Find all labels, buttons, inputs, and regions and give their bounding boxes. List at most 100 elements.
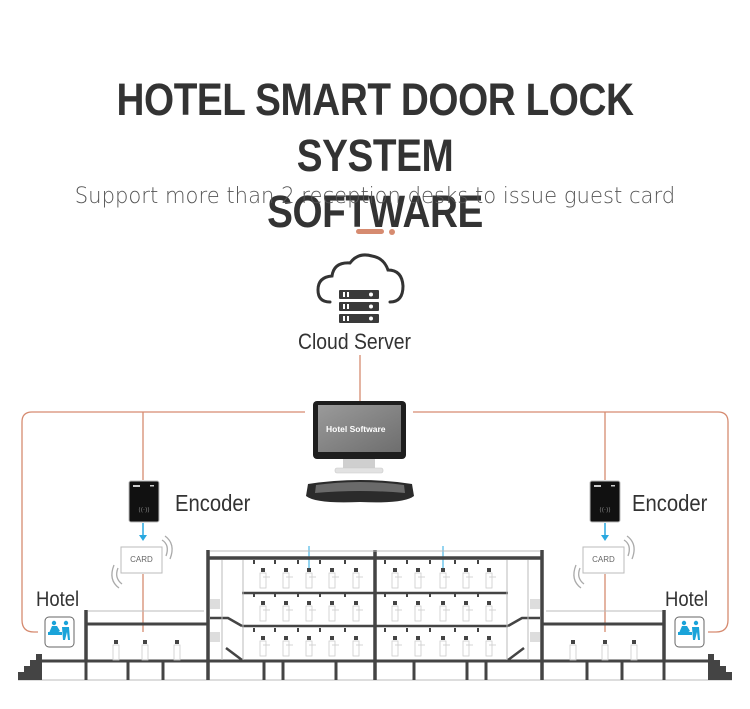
room-door [173,644,181,661]
door-lock [632,640,636,644]
door-lock [571,640,575,644]
room-door [485,605,493,622]
door-lock [175,640,179,644]
door-lock [284,636,288,640]
door-lock [603,640,607,644]
door-lock [416,601,420,605]
door-lock [261,568,265,572]
room-door [328,605,336,622]
door-lock [441,568,445,572]
right-hotel-label: Hotel [665,588,709,611]
door-lock [261,636,265,640]
room-door [462,640,470,657]
left-encoder-icon: ((·)) [128,480,160,523]
room-door [439,572,447,589]
right-encoder-label: Encoder [632,490,708,516]
room-door [141,644,149,661]
door-lock [284,601,288,605]
door-lock [330,601,334,605]
room-door [391,572,399,589]
left-encoder-label: Encoder [175,490,251,516]
svg-text:((·)): ((·)) [138,507,149,514]
door-lock [464,601,468,605]
right-card-label: CARD [592,555,615,564]
room-door [305,572,313,589]
title-line-1: HOTEL SMART DOOR LOCK SYSTEM [116,74,634,181]
room-door [112,644,120,661]
right-network-line [413,411,729,633]
room-door [462,572,470,589]
room-door [352,640,360,657]
left-network-line [21,411,305,633]
right-card-icon [573,535,635,589]
left-lower-ramp [225,647,243,661]
door-lock [261,601,265,605]
left-hotel-label: Hotel [36,588,80,611]
connector-lines [21,355,729,633]
left-entrance-steps [18,654,42,680]
room-door [569,644,577,661]
subtitle: Support more than 2 reception desks to i… [74,184,676,209]
title-line-2: SOFTWARE [267,186,483,237]
door-lock [464,568,468,572]
door-lock [307,636,311,640]
door-lock [307,601,311,605]
right-stair-ramp [507,616,540,628]
door-lock [416,636,420,640]
door-lock [487,601,491,605]
room-door [328,572,336,589]
room-door [439,605,447,622]
room-door [601,644,609,661]
room-door [391,605,399,622]
door-lock [354,636,358,640]
left-card-label: CARD [130,555,153,564]
desktop-computer-icon [306,401,414,503]
right-encoder-icon: ((·)) [589,480,621,523]
hotel-building-cross-section [18,550,732,681]
door-lock [354,601,358,605]
door-lock [330,636,334,640]
room-door [439,640,447,657]
room-door [352,572,360,589]
left-stair-ramp [210,616,243,628]
right-reception-desk-icon [674,616,705,648]
door-lock [416,568,420,572]
door-lock [114,640,118,644]
door-lock [441,636,445,640]
door-lock [487,636,491,640]
door-lock [307,568,311,572]
door-lock [393,601,397,605]
left-reception-desk-icon [44,616,75,648]
room-door [259,605,267,622]
page-title: HOTEL SMART DOOR LOCK SYSTEM SOFTWARE [53,72,698,240]
room-door [414,572,422,589]
room-door [352,605,360,622]
door-lock [330,568,334,572]
computer-screen-text: Hotel Software [326,424,386,434]
divider-dot [389,229,395,235]
room-door [414,605,422,622]
door-lock [464,636,468,640]
room-door [630,644,638,661]
room-door [328,640,336,657]
door-lock [354,568,358,572]
room-door [305,640,313,657]
room-door [305,605,313,622]
room-door [414,640,422,657]
door-lock [284,568,288,572]
right-entrance-steps [708,654,732,680]
left-card-icon [111,535,173,589]
svg-text:((·)): ((·)) [599,507,610,514]
door-lock [393,636,397,640]
room-door [282,605,290,622]
room-door [259,572,267,589]
room-door [391,640,399,657]
door-lock [441,601,445,605]
room-door [259,640,267,657]
right-lower-ramp [507,647,525,661]
room-door [282,572,290,589]
room-door [282,640,290,657]
door-lock [143,640,147,644]
door-lock [393,568,397,572]
